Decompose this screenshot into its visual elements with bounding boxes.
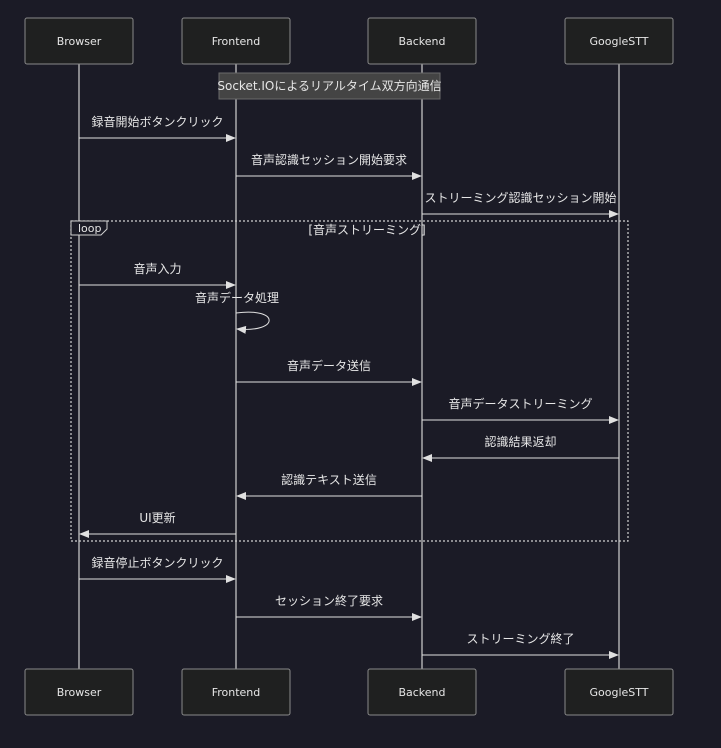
actor-googlestt-top: GoogleSTT: [564, 17, 674, 65]
loop-tab: [70, 220, 108, 236]
actor-backend-bottom: Backend: [367, 668, 477, 716]
message-arrow: [235, 311, 270, 334]
message-13: ストリーミング終了: [422, 631, 619, 659]
message-7: 音声データストリーミング: [422, 396, 619, 424]
loop-label: loop: [78, 222, 102, 235]
message-label: ストリーミング終了: [466, 631, 574, 646]
actor-label: GoogleSTT: [589, 35, 648, 48]
actor-label: Frontend: [212, 35, 261, 48]
message-4: 音声入力: [79, 261, 236, 289]
message-label: 録音停止ボタンクリック: [91, 555, 223, 570]
actor-label: Browser: [57, 35, 102, 48]
actor-box: [181, 17, 291, 65]
message-label: 音声データ処理: [195, 290, 279, 305]
message-8: 認識結果返却: [422, 434, 619, 462]
actor-box: [24, 668, 134, 716]
message-label: 録音開始ボタンクリック: [91, 114, 223, 129]
message-9: 認識テキスト送信: [236, 472, 422, 500]
message-label: セッション終了要求: [275, 593, 383, 608]
actor-label: Browser: [57, 686, 102, 699]
message-11: 録音停止ボタンクリック: [79, 555, 236, 583]
actor-box: [367, 668, 477, 716]
note-text: Socket.IOによるリアルタイム双方向通信: [217, 78, 441, 93]
actor-label: Backend: [398, 35, 445, 48]
message-6: 音声データ送信: [236, 358, 422, 386]
message-label: 音声入力: [133, 261, 181, 276]
actor-box: [564, 668, 674, 716]
actor-backend-top: Backend: [367, 17, 477, 65]
actor-label: GoogleSTT: [589, 686, 648, 699]
message-12: セッション終了要求: [236, 593, 422, 621]
message-1: 録音開始ボタンクリック: [79, 114, 236, 142]
actor-frontend-bottom: Frontend: [181, 668, 291, 716]
message-label: 音声認識セッション開始要求: [251, 152, 407, 167]
loop-frame: [70, 220, 629, 542]
actor-googlestt-bottom: GoogleSTT: [564, 668, 674, 716]
actor-box: [181, 668, 291, 716]
actor-frontend-top: Frontend: [181, 17, 291, 65]
actor-browser-top: Browser: [24, 17, 134, 65]
note-box: [218, 72, 441, 100]
actor-label: Backend: [398, 686, 445, 699]
message-label: ストリーミング認識セッション開始: [424, 190, 616, 205]
message-2: 音声認識セッション開始要求: [236, 152, 422, 180]
actor-box: [367, 17, 477, 65]
message-label: 認識結果返却: [484, 434, 556, 449]
message-label: UI更新: [139, 510, 175, 525]
message-label: 認識テキスト送信: [281, 472, 377, 487]
actor-box: [24, 17, 134, 65]
message-3: ストリーミング認識セッション開始: [422, 190, 619, 218]
message-label: 音声データストリーミング: [448, 396, 592, 411]
loop-title: [音声ストリーミング]: [308, 222, 425, 237]
actor-box: [564, 17, 674, 65]
message-5: 音声データ処理: [195, 290, 279, 334]
actor-label: Frontend: [212, 686, 261, 699]
message-10: UI更新: [79, 510, 236, 538]
message-label: 音声データ送信: [287, 358, 371, 373]
actor-browser-bottom: Browser: [24, 668, 134, 716]
